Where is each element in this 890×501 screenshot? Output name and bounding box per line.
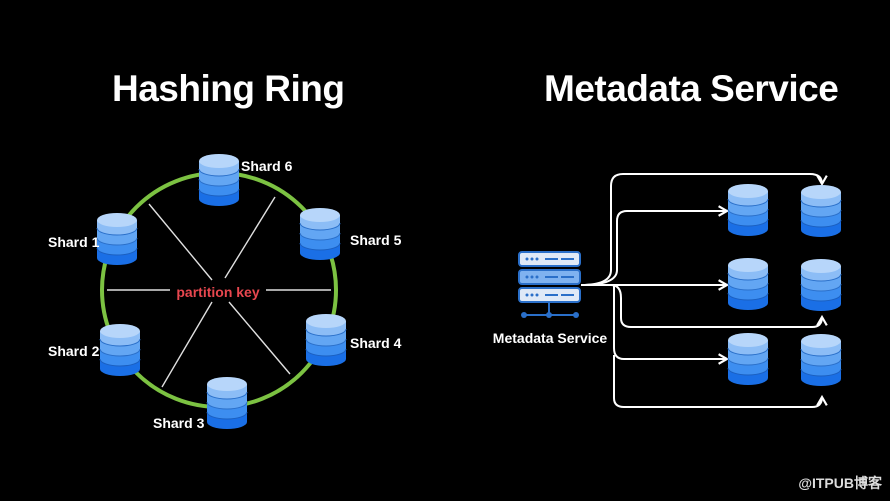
metadata-service-title: Metadata Service — [544, 68, 839, 109]
shard-6: Shard 6 — [198, 153, 293, 207]
shard-6-database-icon — [198, 153, 240, 207]
connector-db-r1c1 — [580, 205, 730, 286]
hashing-ring-title: Hashing Ring — [112, 68, 345, 109]
shard-5: Shard 5 — [299, 207, 402, 261]
shard-5-label: Shard 5 — [350, 232, 402, 248]
database-r1c1-icon — [727, 183, 769, 237]
shard-3-label: Shard 3 — [153, 415, 205, 431]
shard-2: Shard 2 — [48, 323, 141, 377]
shard-1-label: Shard 1 — [48, 234, 100, 250]
database-r2c1-icon — [727, 257, 769, 311]
server-rack-icon — [518, 251, 581, 318]
connectors — [580, 173, 828, 408]
shard-4-database-icon — [305, 313, 347, 367]
ring-spokes — [107, 196, 331, 388]
database-r1c2-icon — [800, 184, 842, 238]
database-r3c1-icon — [727, 332, 769, 386]
partition-key-label: partition key — [176, 284, 259, 300]
shard-4: Shard 4 — [305, 313, 402, 367]
shard-3: Shard 3 — [153, 376, 248, 431]
shard-3-database-icon — [206, 376, 248, 430]
shard-2-label: Shard 2 — [48, 343, 100, 359]
shard-6-label: Shard 6 — [241, 158, 293, 174]
watermark: @ITPUB博客 — [798, 475, 882, 491]
shard-1-database-icon — [96, 212, 138, 266]
shard-1: Shard 1 — [48, 212, 138, 266]
connector-db-r1c2 — [580, 173, 828, 286]
metadata-service-label: Metadata Service — [493, 330, 608, 346]
shard-4-label: Shard 4 — [350, 335, 402, 351]
connector-db-r2c2 — [610, 284, 828, 328]
database-r2c2-icon — [800, 258, 842, 312]
connector-db-r3c2 — [613, 355, 828, 408]
shard-2-database-icon — [99, 323, 141, 377]
database-r3c2-icon — [800, 333, 842, 387]
connector-db-r3c1 — [613, 285, 730, 365]
shard-5-database-icon — [299, 207, 341, 261]
